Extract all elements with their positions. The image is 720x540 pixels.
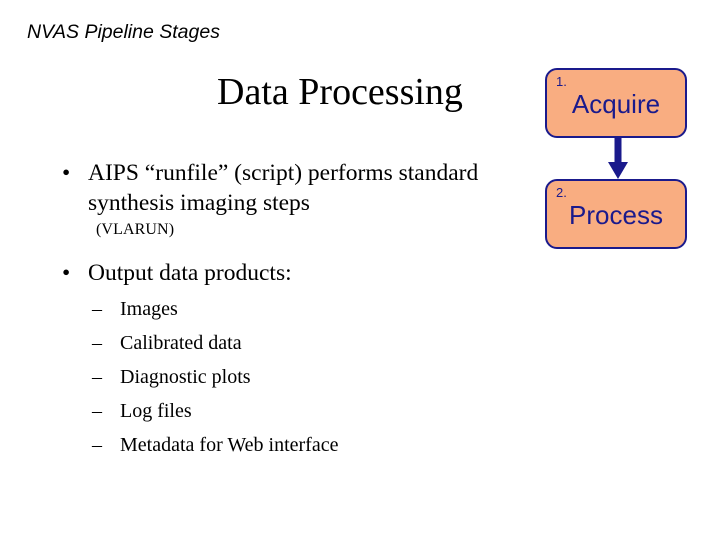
bullet-text: AIPS “runfile” (script) performs standar… (88, 160, 479, 216)
list-item: – Metadata for Web interface (0, 428, 520, 462)
list-item: – Diagnostic plots (0, 360, 520, 394)
flow-step-number: 2. (556, 185, 567, 200)
dash-marker-icon: – (92, 400, 102, 422)
page-title: Data Processing (217, 71, 463, 113)
pipeline-flow-diagram: 1. Acquire 2. Process (543, 68, 693, 258)
list-item: – Images (0, 292, 520, 326)
list-item-label: Diagnostic plots (120, 366, 251, 388)
down-arrow-icon (608, 138, 628, 179)
bullet-marker-icon: • (62, 260, 71, 286)
body-content: • AIPS “runfile” (script) performs stand… (0, 158, 520, 462)
bullet-block-1: • AIPS “runfile” (script) performs stand… (0, 158, 520, 242)
list-item-label: Log files (120, 400, 192, 422)
bullet-block-2: • Output data products: – Images – Calib… (0, 258, 520, 462)
bullet-item: • Output data products: (0, 258, 520, 288)
sub-bullet-list: – Images – Calibrated data – Diagnostic … (0, 292, 520, 462)
flow-step-label: Process (569, 200, 663, 230)
flow-step-label: Acquire (571, 89, 661, 119)
flow-step-process: 2. Process (545, 179, 687, 249)
dash-marker-icon: – (92, 434, 102, 456)
list-item-label: Images (120, 298, 178, 320)
dash-marker-icon: – (92, 366, 102, 388)
list-item-label: Metadata for Web interface (120, 434, 339, 456)
list-item: – Calibrated data (0, 326, 520, 360)
list-item-label: Calibrated data (120, 332, 242, 354)
dash-marker-icon: – (92, 298, 102, 320)
slide-header: NVAS Pipeline Stages (27, 21, 220, 43)
bullet-text: Output data products: (88, 260, 292, 286)
dash-marker-icon: – (92, 332, 102, 354)
flow-step-number: 1. (556, 74, 567, 89)
list-item: – Log files (0, 394, 520, 428)
bullet-item: • AIPS “runfile” (script) performs stand… (0, 158, 520, 218)
bullet-note: (VLARUN) (96, 221, 175, 238)
flow-step-acquire: 1. Acquire (545, 68, 687, 138)
bullet-marker-icon: • (62, 160, 71, 186)
